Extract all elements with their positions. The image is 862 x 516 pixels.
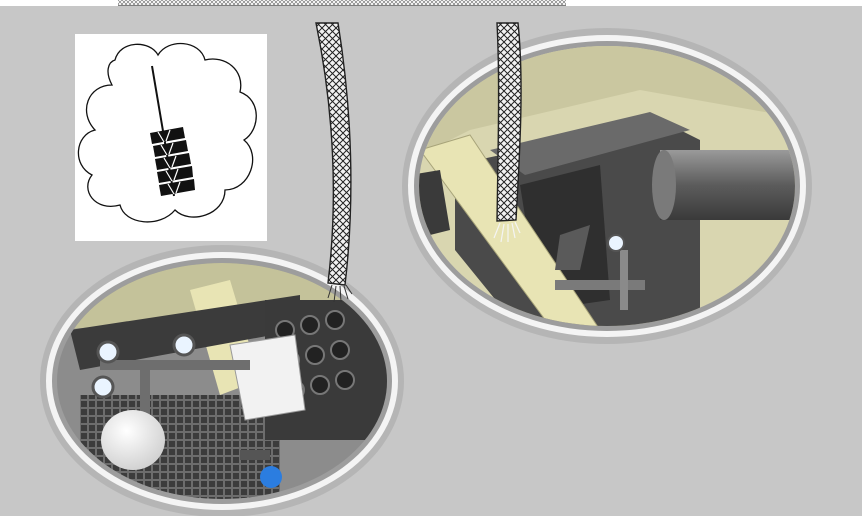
right-hose	[494, 23, 521, 242]
manhole-right	[402, 28, 812, 344]
left-hose	[316, 23, 352, 302]
gauge-icon	[98, 342, 118, 362]
tank-icon	[101, 410, 165, 470]
float-switch-icon	[174, 335, 194, 355]
outlet-pipe-icon	[660, 150, 810, 220]
callout-cloud	[75, 34, 267, 241]
valve-icon	[260, 466, 282, 488]
manhole-left	[40, 245, 404, 516]
gauge-icon	[608, 235, 624, 251]
